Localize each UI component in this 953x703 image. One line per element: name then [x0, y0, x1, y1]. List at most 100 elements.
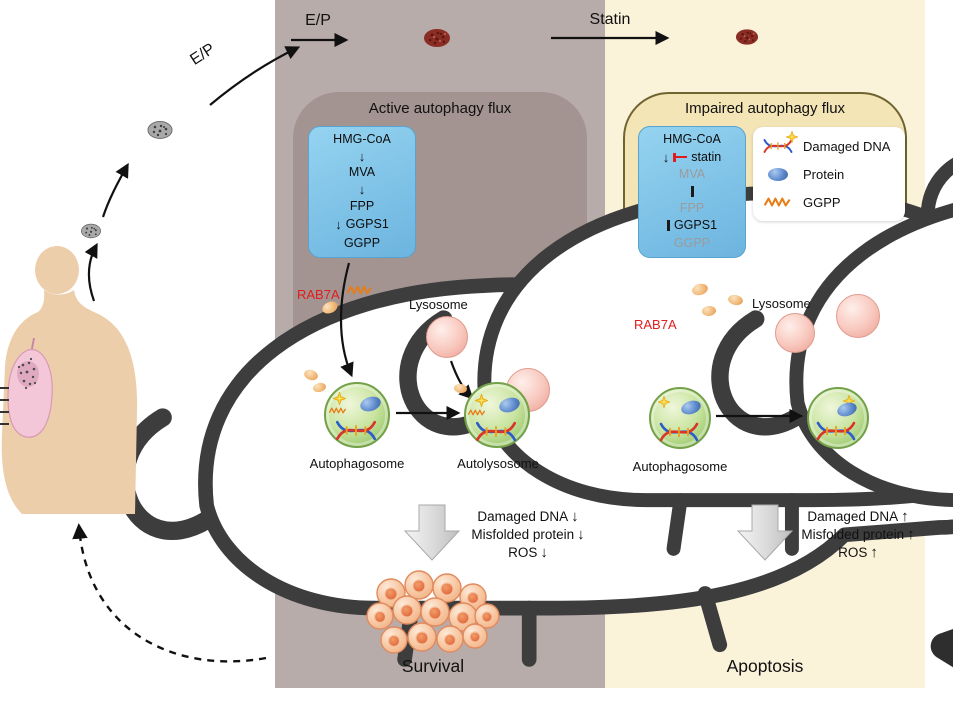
damaged-dna-icon: [659, 422, 699, 442]
autophagosome-active: [324, 382, 390, 448]
human-figure: [0, 246, 138, 514]
lysosome-impaired: [775, 313, 815, 353]
outcome-label: Misfolded protein: [471, 527, 575, 542]
damaged-dna-icon: [475, 421, 517, 442]
outcome-label: Damaged DNA: [807, 509, 899, 524]
down-arrow-icon: ↓: [662, 149, 670, 165]
ggpp-icon: [347, 285, 372, 295]
autolysosome-label: Autolysosome: [457, 456, 539, 471]
outcomes-impaired: Damaged DNA ↑ Misfolded protein ↑ ROS ↑: [783, 508, 933, 561]
mevalonate-pathway-box-active: HMG-CoA ↓ MVA ↓ FPP ↓ GGPS1 GGPP: [308, 126, 416, 258]
outcome-block-arrow-active: [403, 504, 461, 561]
outcome-line: Damaged DNA ↑: [807, 508, 909, 525]
damage-star-icon: [475, 394, 488, 407]
protein-icon: [679, 398, 703, 417]
outcome-line: Misfolded protein ↓: [471, 526, 585, 543]
legend-label: Protein: [803, 166, 845, 182]
lysosome-label-active: Lysosome: [409, 297, 468, 312]
outcome-label: Damaged DNA: [477, 509, 569, 524]
legend-box: Damaged DNA Protein GGPP: [753, 127, 905, 221]
legend-item: Protein: [761, 163, 897, 185]
down-arrow-icon: ↓: [358, 148, 366, 164]
autophagosome-label-impaired: Autophagosome: [632, 459, 728, 474]
tumor-on-donor-mouse: [147, 121, 173, 139]
protein-icon: [358, 394, 383, 414]
arrow-tumor-to-mouse: [101, 162, 129, 218]
impaired-panel-title: Impaired autophagy flux: [684, 100, 846, 117]
fpp-label: FPP: [679, 200, 705, 215]
statin-arrow-label: Statin: [589, 11, 631, 28]
outcome-line: ROS ↓: [508, 544, 548, 561]
ggps1-label: GGPS1: [345, 217, 389, 232]
up-arrow-icon: ↑: [901, 508, 909, 525]
rab7a-label-active: RAB7A: [297, 287, 340, 302]
active-panel-title: Active autophagy flux: [368, 100, 512, 117]
ggpp-label: GGPP: [673, 235, 711, 250]
arrow-recurrence-dashed: [72, 523, 267, 663]
legend-label: Damaged DNA: [803, 138, 891, 154]
outcome-label: ROS: [838, 545, 868, 560]
fpp-label: FPP: [349, 198, 375, 213]
statin-label: statin: [691, 149, 722, 164]
outcome-line: Damaged DNA ↓: [477, 508, 579, 525]
outcome-label: ROS: [508, 545, 538, 560]
down-arrow-icon: ↓: [335, 217, 342, 233]
arrow-lysosome-fusion: [449, 360, 474, 400]
lysosome-label-impaired: Lysosome: [752, 296, 811, 311]
blocked-step-icon: [690, 185, 694, 197]
protein-icon: [761, 163, 795, 185]
ggpp-icon: [761, 191, 795, 213]
tumor-fragment: [81, 223, 101, 239]
apoptosis-label: Apoptosis: [726, 656, 804, 676]
arrow-pathway-to-autophagosome: [339, 262, 354, 378]
lysosome-impaired: [836, 294, 880, 338]
up-arrow-icon: ↑: [870, 544, 878, 561]
rab7a-label-impaired: RAB7A: [634, 317, 677, 332]
hmg-coa-label: HMG-CoA: [333, 132, 391, 146]
stitch-marks: [0, 387, 9, 425]
ggps1-step: ↓ GGPS1: [335, 217, 389, 233]
hmg-coa-label: HMG-CoA: [663, 132, 721, 146]
down-arrow-icon: ↓: [571, 508, 579, 525]
survival-label: Survival: [401, 656, 465, 676]
mva-label: MVA: [348, 165, 376, 180]
damaged-dna-icon: [335, 420, 377, 441]
damaged-dna-icon: [816, 421, 856, 441]
outcome-line: ROS ↑: [838, 544, 878, 561]
tumor-on-ep-mouse: [424, 29, 450, 47]
mva-label: MVA: [678, 167, 706, 182]
legend-item: Damaged DNA: [761, 131, 897, 157]
autophagosome-label-active: Autophagosome: [309, 456, 405, 471]
ggpp-icon: [468, 409, 485, 416]
down-arrow-icon: ↓: [577, 526, 585, 543]
outcomes-active: Damaged DNA ↓ Misfolded protein ↓ ROS ↓: [452, 508, 604, 561]
blocked-step-icon: [666, 220, 670, 232]
ggpp-icon: [329, 407, 346, 414]
damage-star-icon: [658, 396, 670, 408]
up-arrow-icon: ↑: [907, 526, 915, 543]
stalled-autophagosome: [807, 387, 869, 449]
inhibition-icon: [673, 153, 688, 161]
outcome-block-arrow-impaired: [736, 504, 794, 561]
lung-tumor-speckles: [17, 357, 37, 390]
damaged-dna-icon: [761, 131, 798, 157]
tumor-on-statin-mouse: [735, 29, 759, 45]
arrow-ep-implant: [209, 46, 301, 106]
ggps1-label: GGPS1: [673, 218, 718, 233]
down-arrow-icon: ↓: [358, 181, 366, 197]
legend-item: GGPP: [761, 191, 897, 213]
outcome-line: Misfolded protein ↑: [801, 526, 915, 543]
down-arrow-icon: ↓: [540, 544, 548, 561]
ep-arrow-label: E/P: [305, 12, 331, 29]
protein-icon: [835, 400, 859, 419]
autolysosome: [464, 382, 530, 448]
ggpp-label: GGPP: [343, 235, 381, 250]
legend-label: GGPP: [803, 194, 841, 210]
autophagosome-impaired: [649, 387, 711, 449]
ggps1-blocked-step: GGPS1: [666, 218, 718, 233]
outcome-label: Misfolded protein: [801, 527, 905, 542]
protein-icon: [497, 395, 522, 415]
lysosome-active: [426, 316, 468, 358]
